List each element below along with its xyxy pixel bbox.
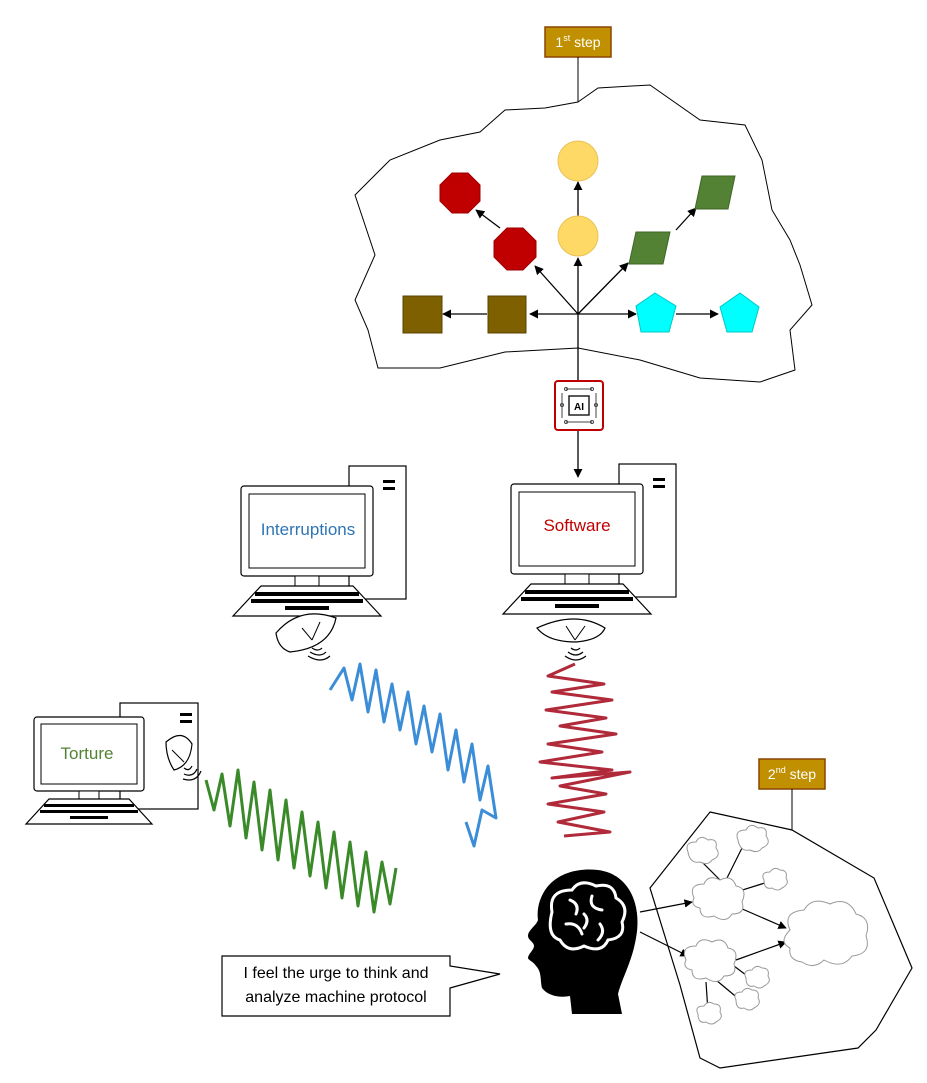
pentagon-right — [719, 292, 760, 333]
human-head-icon — [528, 869, 638, 1014]
arrow-hub-octagon — [534, 265, 579, 315]
step1-label: 1st step — [555, 33, 600, 50]
wave-interruptions — [328, 662, 498, 848]
parallelogram-top — [694, 175, 736, 210]
octagon-top — [439, 172, 481, 214]
computer-interruptions — [231, 465, 407, 617]
label-software: Software — [543, 516, 610, 535]
step2-box — [758, 758, 826, 790]
arrow-para-up — [675, 207, 697, 231]
circle-top — [557, 140, 599, 182]
square-left — [402, 295, 443, 334]
speech-line1: I feel the urge to think and — [243, 965, 428, 982]
satellite-dish-icon — [536, 618, 606, 661]
computer-torture — [24, 702, 199, 825]
label-interruptions: Interruptions — [261, 520, 356, 539]
step1-callout: 1st step — [544, 26, 612, 102]
cloud-shapes — [402, 140, 760, 334]
ai-chip-icon: AI — [554, 380, 604, 431]
brain-icon — [548, 881, 627, 951]
circle-mid — [557, 215, 599, 257]
parallelogram-mid — [628, 231, 671, 265]
thought-cloud-icon — [683, 824, 869, 1025]
speech-bubble: I feel the urge to think and analyze mac… — [221, 955, 501, 1017]
arrow-octagon-up — [475, 209, 501, 229]
step2-label: 2nd step — [768, 765, 816, 782]
octagon-mid — [493, 227, 537, 271]
square-mid — [487, 295, 527, 334]
satellite-dish-icon — [275, 613, 337, 661]
step1-box — [544, 26, 612, 58]
speech-line2: analyze machine protocol — [245, 989, 426, 1006]
wave-torture — [204, 768, 398, 914]
hub-arrows — [442, 181, 719, 478]
arrow-hub-para — [577, 262, 629, 315]
ai-chip-label: AI — [574, 402, 584, 413]
computer-software — [501, 463, 677, 615]
satellite-dish-icon — [165, 734, 202, 781]
step2-callout: 2nd step — [758, 758, 826, 830]
wave-software — [538, 662, 632, 838]
pentagon-mid — [635, 292, 677, 333]
label-torture: Torture — [61, 744, 114, 763]
